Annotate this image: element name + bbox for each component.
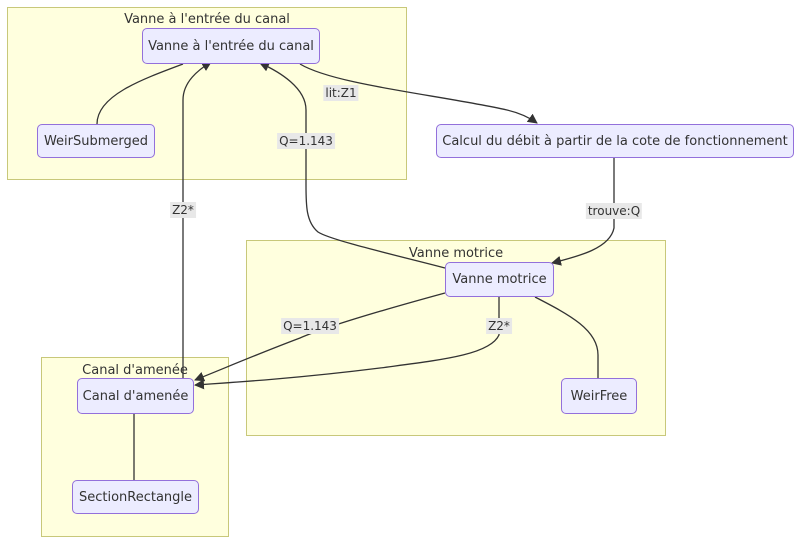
edge-label-z2-amenee: Z2*: [486, 318, 512, 334]
edge-calcul-to-vanne-motrice: [551, 158, 615, 266]
node-vanne-motrice[interactable]: Vanne motrice: [445, 262, 554, 297]
edge-vanne-motrice-to-weirfree: [534, 296, 599, 378]
cluster-title-vanne-motrice: Vanne motrice: [408, 246, 504, 261]
edge-vanne-entree-to-calcul: [299, 63, 538, 124]
node-section-rectangle[interactable]: SectionRectangle: [72, 480, 199, 514]
node-weir-submerged[interactable]: WeirSubmerged: [37, 124, 155, 158]
cluster-title-vanne-entree: Vanne à l'entrée du canal: [124, 12, 290, 27]
edge-vanne-motrice-to-canal-amenee-z2: [194, 297, 500, 390]
edge-weirsubmerged-to-vanne-entree: [96, 63, 184, 125]
node-vanne-entree[interactable]: Vanne à l'entrée du canal: [142, 28, 320, 64]
node-calcul-debit[interactable]: Calcul du débit à partir de la cote de f…: [436, 124, 794, 158]
edge-vanne-motrice-to-vanne-entree: [259, 62, 446, 269]
edge-label-lit-z1: lit:Z1: [323, 85, 359, 101]
node-weir-free[interactable]: WeirFree: [561, 378, 637, 414]
edge-label-z2-entree: Z2*: [170, 202, 196, 218]
cluster-title-canal-amenee: Canal d'amenée: [82, 363, 188, 378]
edge-label-q-amenee: Q=1.143: [281, 318, 339, 334]
edge-vanne-motrice-to-canal-amenee-q: [194, 292, 446, 382]
edge-label-q-entree: Q=1.143: [277, 133, 335, 149]
node-canal-amenee[interactable]: Canal d'amenée: [77, 378, 194, 414]
edge-canal-amenee-to-vanne-entree: [182, 61, 212, 378]
edge-label-trouve-q: trouve:Q: [585, 203, 643, 219]
